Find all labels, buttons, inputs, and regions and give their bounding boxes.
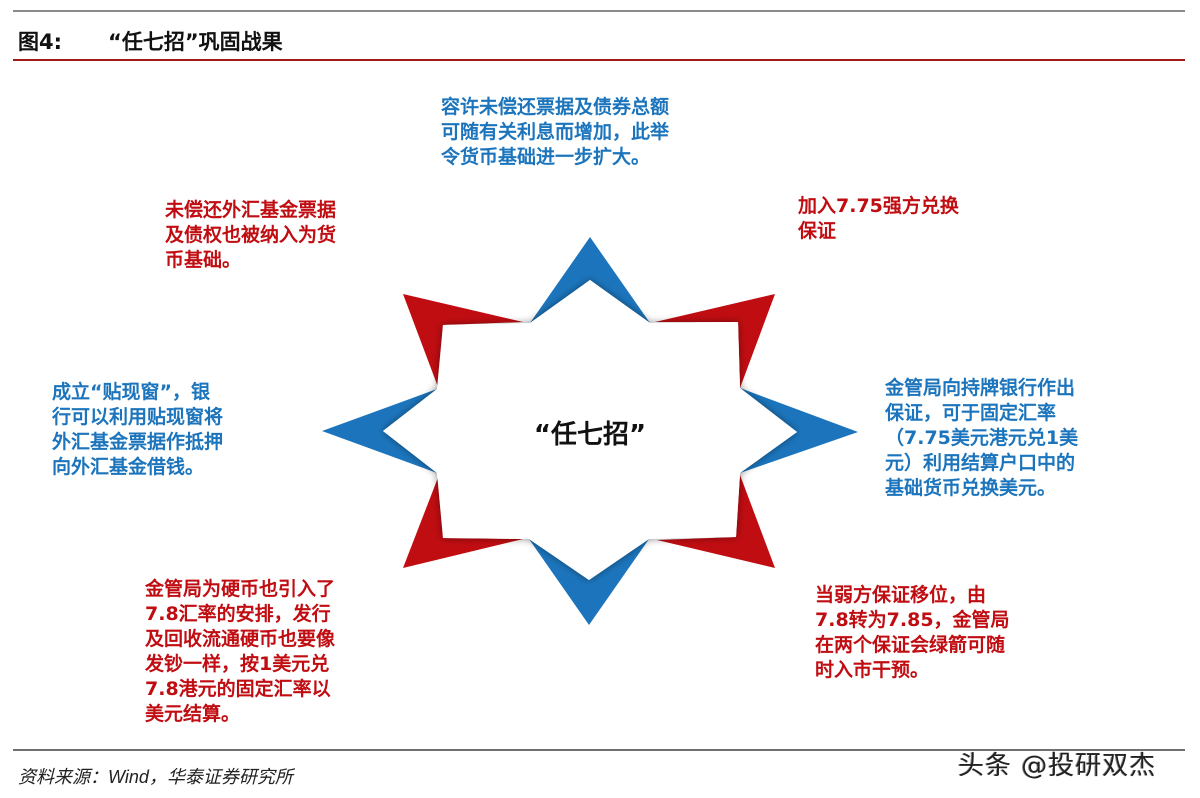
note-line: 及债权也被纳入为货 [165,224,337,246]
watermark: 头条 @投研双杰 [958,751,1157,781]
star-points [322,237,858,625]
note-left: 成立“贴现窗”，银 行可以利用贴现窗将 外汇基金票据作抵押 向外汇基金借钱。 [52,380,223,480]
figure-title: 图4: “任七招”巩固战果 [18,26,283,56]
note-line: 未偿还外汇基金票据 [165,199,337,221]
figure-number: 图4: [18,30,63,54]
note-line: 成立“贴现窗”，银 [52,381,210,403]
note-line: 时入市干预。 [815,659,930,681]
bottom-rule [13,749,1185,751]
note-line: 保证，可于固定汇率 [885,402,1057,424]
source-prefix: 资料来源： [18,767,108,788]
note-top-right: 加入7.75强方兑换 保证 [798,194,959,244]
arrow-bottom-right-red [657,475,775,568]
note-bottom-left: 金管局为硬币也引入了 7.8汇率的安排，发行 及回收流通硬币也要像 发钞一样，按… [145,577,335,727]
star-inner-body [383,280,797,580]
arrow-top-left-red [403,294,523,387]
top-rule [13,10,1185,12]
note-line: 元）利用结算户口中的 [885,452,1076,474]
note-line: 7.8港元的固定汇率以 [145,678,331,700]
note-line: （7.75美元港元兑1美 [885,427,1079,449]
source-suffix: ，华泰证券研究所 [148,767,293,788]
note-line: 7.8转为7.85，金管局 [815,609,1010,631]
note-line: 及回收流通硬币也要像 [145,628,336,650]
arrow-left-blue [322,389,437,473]
note-line: 向外汇基金借钱。 [52,456,205,478]
note-line: 币基础。 [165,249,242,271]
note-line: 容许未偿还票据及债券总额 [441,96,670,118]
note-line: 7.8汇率的安排，发行 [145,603,331,625]
note-line: 美元结算。 [145,703,241,725]
arrow-bottom-left-red [403,475,523,568]
note-line: 行可以利用贴现窗将 [52,406,224,428]
title-underline [13,59,1185,61]
note-line: 令货币基础进一步扩大。 [441,146,651,168]
note-line: 当弱方保证移位，由 [815,584,987,606]
source-wind: Wind [108,767,149,787]
note-line: 基础货币兑换美元。 [885,477,1057,499]
note-line: 金管局向持牌银行作出 [885,377,1076,399]
source-citation: 资料来源：Wind，华泰证券研究所 [18,763,293,789]
note-line: 保证 [798,220,837,242]
note-bottom-right: 当弱方保证移位，由 7.8转为7.85，金管局 在两个保证会绿箭可随 时入市干预… [815,583,1010,683]
note-line: 发钞一样，按1美元兑 [145,653,330,675]
note-top-left: 未偿还外汇基金票据 及债权也被纳入为货 币基础。 [165,198,336,273]
note-line: 在两个保证会绿箭可随 [815,634,1006,656]
note-line: 可随有关利息而增加，此举 [441,121,670,143]
note-line: 加入7.75强方兑换 [798,195,959,217]
arrow-top-right-red [655,294,775,388]
arrow-bottom-blue [529,539,649,625]
note-right: 金管局向持牌银行作出 保证，可于固定汇率 （7.75美元港元兑1美 元）利用结算… [885,376,1078,501]
center-label: “任七招” [533,420,647,450]
note-top: 容许未偿还票据及债券总额 可随有关利息而增加，此举 令货币基础进一步扩大。 [441,95,669,170]
note-line: 金管局为硬币也引入了 [145,578,336,600]
arrow-right-blue [740,388,858,473]
note-line: 外汇基金票据作抵押 [52,431,224,453]
figure-title-text: “任七招”巩固战果 [108,30,283,54]
